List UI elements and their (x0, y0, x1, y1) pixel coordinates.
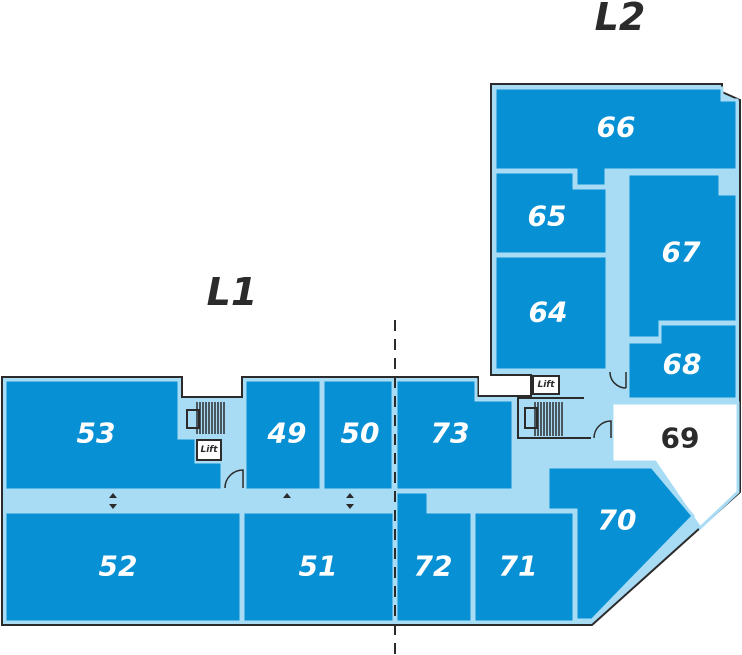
stairs-icon (186, 402, 225, 434)
up-down-arrow-icon (109, 493, 117, 509)
lift-icon: Lift (196, 439, 222, 461)
room-71-label: 71 (499, 550, 538, 583)
room-68-label: 68 (663, 348, 702, 381)
door-icon (593, 420, 612, 439)
room-65-label: 65 (528, 200, 567, 233)
door-icon (609, 371, 627, 389)
room-71[interactable]: 71 (472, 510, 576, 624)
room-69[interactable]: 69 (610, 401, 740, 531)
door-icon (224, 469, 244, 489)
room-70[interactable]: 70 (546, 465, 696, 622)
up-down-arrow-icon (346, 493, 354, 509)
svg-text:Lift: Lift (537, 380, 555, 390)
room-52[interactable]: 52 (3, 510, 243, 624)
room-70-label: 70 (598, 504, 637, 537)
room-52-label: 52 (99, 550, 138, 583)
room-65[interactable]: 65 (493, 170, 609, 256)
room-67-label: 67 (662, 236, 701, 269)
svg-text:Lift: Lift (200, 445, 218, 455)
room-66-label: 66 (597, 111, 636, 144)
room-53-label: 53 (77, 417, 116, 450)
room-53[interactable]: 53 (3, 378, 224, 492)
room-51-label: 51 (299, 550, 338, 583)
room-49[interactable]: 49 (243, 378, 323, 492)
room-72[interactable]: 72 (394, 490, 474, 624)
lift-icon: Lift (532, 375, 560, 395)
room-64-label: 64 (529, 296, 568, 329)
level-label-l1: L1 (207, 270, 258, 314)
stairs-icon (517, 397, 591, 439)
room-50[interactable]: 50 (321, 378, 395, 492)
room-67[interactable]: 67 (626, 172, 739, 340)
room-64[interactable]: 64 (493, 254, 609, 372)
level-label-l2: L2 (595, 0, 646, 39)
room-66[interactable]: 66 (493, 86, 739, 188)
room-49-label: 49 (267, 417, 307, 450)
room-73-label: 73 (431, 417, 470, 450)
room-72-label: 72 (414, 550, 453, 583)
room-51[interactable]: 51 (241, 510, 396, 624)
room-50-label: 50 (341, 417, 380, 450)
room-73[interactable]: 73 (394, 378, 515, 492)
room-68[interactable]: 68 (626, 322, 739, 401)
up-arrow-icon (283, 493, 291, 498)
room-69-label: 69 (661, 422, 700, 455)
